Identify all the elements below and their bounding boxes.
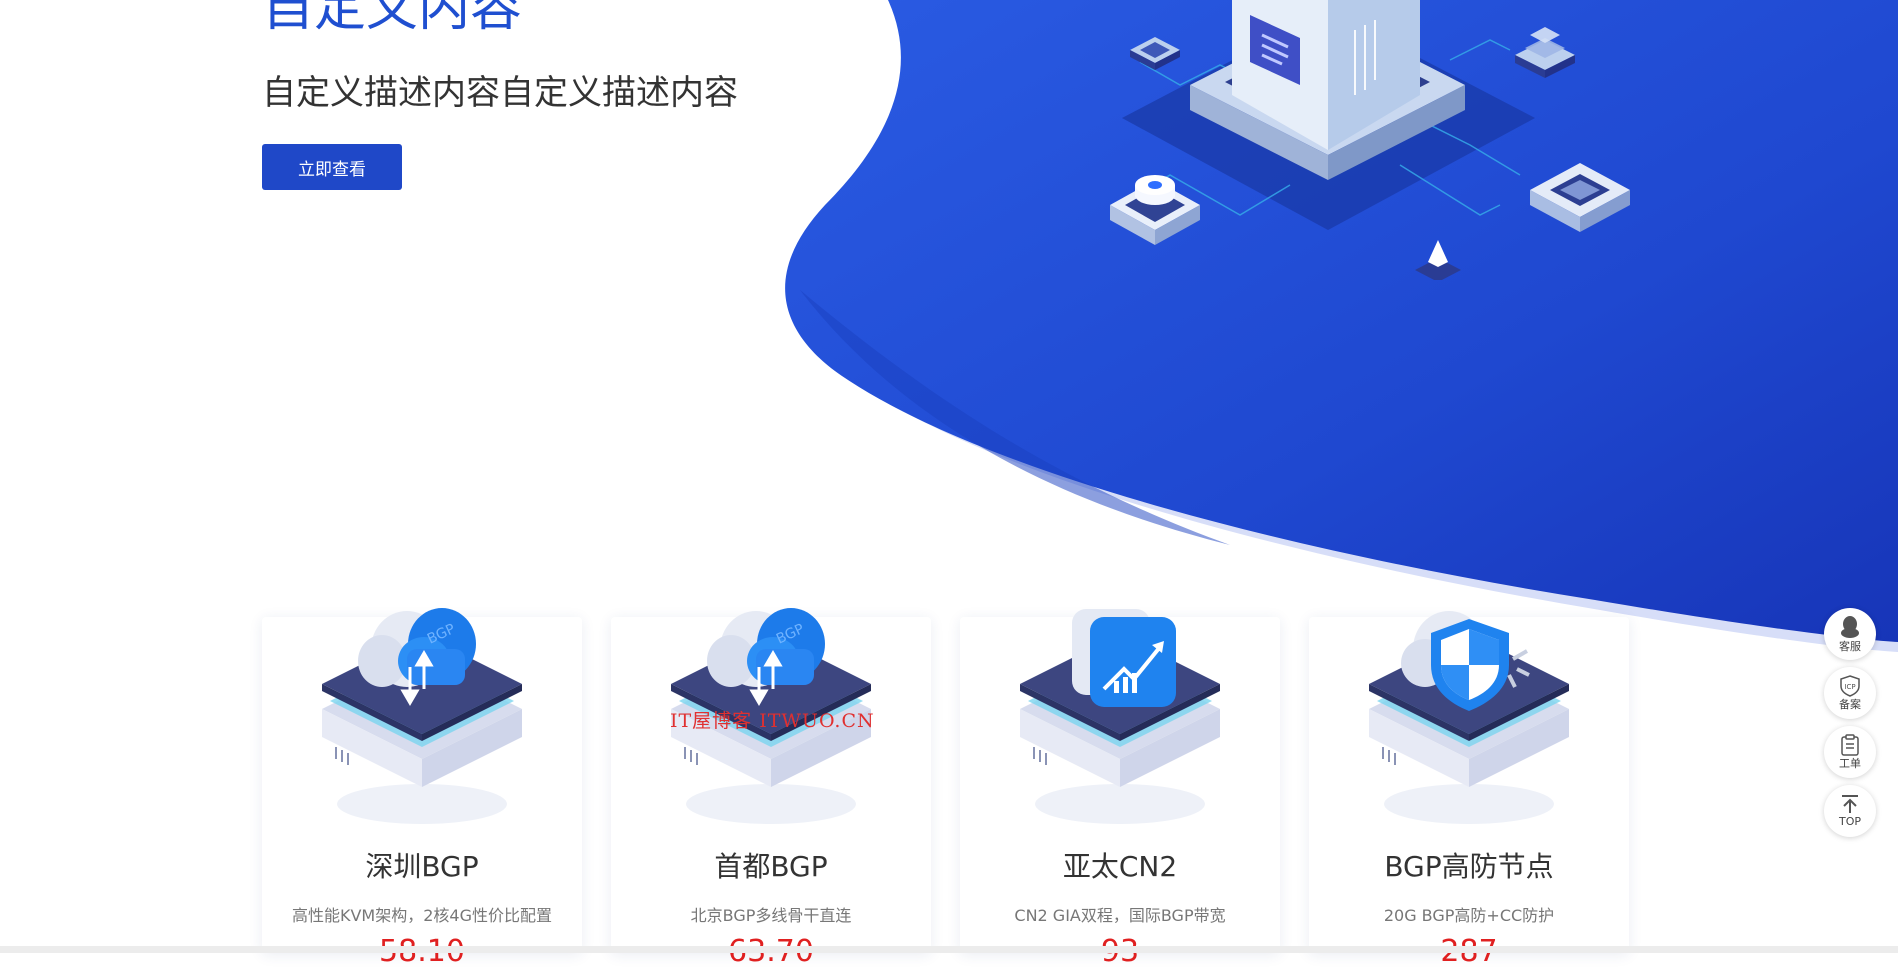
back-to-top-button[interactable]: TOP bbox=[1824, 785, 1876, 837]
back-to-top-icon bbox=[1842, 795, 1858, 813]
product-card-shenzhen-bgp[interactable]: BGP 深圳BGP 高性能KVM架构，2核4G性价比配置 58.10 bbox=[262, 608, 582, 969]
hero-description: 自定义描述内容自定义描述内容 bbox=[262, 73, 738, 113]
product-card-capital-bgp[interactable]: BGP 首都BGP 北京BGP多线骨干直连 63.70 bbox=[611, 608, 931, 969]
hero-background-shape bbox=[785, 0, 1898, 652]
icp-filing-button[interactable]: ICP 备案 bbox=[1824, 667, 1876, 719]
bottom-edge bbox=[0, 946, 1898, 953]
icp-filing-label: 备案 bbox=[1839, 698, 1861, 711]
product-name: 首都BGP bbox=[714, 850, 828, 883]
ticket-label: 工单 bbox=[1839, 757, 1861, 770]
product-name: 深圳BGP bbox=[365, 850, 479, 883]
chart-server-icon bbox=[1020, 609, 1220, 824]
product-name: BGP高防节点 bbox=[1384, 850, 1554, 883]
product-card-bgp-ddos-node[interactable]: BGP高防节点 20G BGP高防+CC防护 287 bbox=[1309, 611, 1629, 969]
hero-title: 自定义内容 bbox=[262, 0, 523, 38]
product-description: 高性能KVM架构，2核4G性价比配置 bbox=[291, 906, 552, 925]
ticket-button[interactable]: 工单 bbox=[1824, 726, 1876, 778]
customer-service-button[interactable]: 客服 bbox=[1824, 608, 1876, 660]
shield-server-icon bbox=[1369, 611, 1569, 824]
qq-icon bbox=[1841, 616, 1859, 638]
product-description: 20G BGP高防+CC防护 bbox=[1383, 906, 1555, 925]
product-card-apac-cn2[interactable]: 亚太CN2 CN2 GIA双程，国际BGP带宽 93 bbox=[960, 609, 1280, 969]
icp-shield-icon: ICP bbox=[1840, 675, 1860, 697]
svg-text:ICP: ICP bbox=[1844, 683, 1855, 691]
cloud-server-icon: BGP bbox=[322, 608, 522, 824]
server-illustration bbox=[1110, 0, 1630, 280]
customer-service-label: 客服 bbox=[1839, 640, 1861, 653]
watermark-text: IT屋博客 ITWUO.CN bbox=[670, 710, 875, 732]
product-description: 北京BGP多线骨干直连 bbox=[690, 906, 852, 925]
back-to-top-label: TOP bbox=[1838, 815, 1861, 828]
view-now-button[interactable]: 立即查看 bbox=[262, 144, 402, 190]
cloud-server-icon: BGP bbox=[671, 608, 871, 824]
clipboard-icon bbox=[1841, 734, 1859, 756]
product-name: 亚太CN2 bbox=[1062, 850, 1178, 883]
product-description: CN2 GIA双程，国际BGP带宽 bbox=[1014, 906, 1226, 925]
